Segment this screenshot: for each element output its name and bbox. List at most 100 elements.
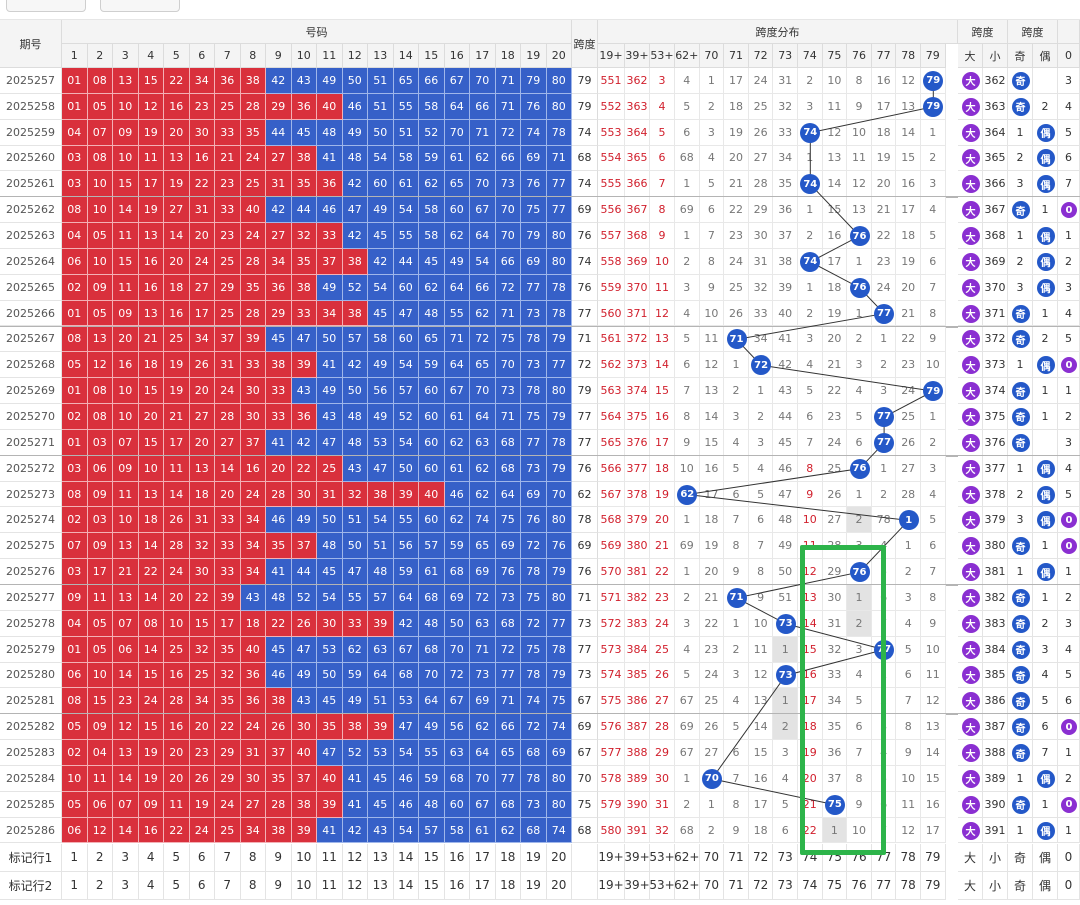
small-cell: 389	[983, 765, 1008, 792]
zero-cell: 2	[1058, 248, 1080, 275]
number-cell: 74	[521, 119, 547, 146]
span-cell: 76	[572, 223, 598, 249]
span-dist-cell: 8	[847, 68, 872, 94]
span-dist-cell: 4	[724, 429, 749, 456]
number-cell: 64	[393, 585, 419, 611]
span-dist-cell: 14	[748, 714, 774, 741]
number-cell: 74	[546, 817, 572, 844]
zero-ball: 0	[1061, 796, 1077, 813]
span-dist-cell: 32	[822, 636, 848, 663]
span-dist-cell: 1	[871, 662, 897, 689]
span-dist-cell: 4	[748, 455, 774, 482]
zero-cell: 4	[1058, 636, 1080, 663]
span-dist-cell: 24	[822, 429, 848, 456]
number-cell: 21	[113, 559, 139, 585]
span-dist-cell: 3	[724, 662, 749, 689]
number-cell: 71	[470, 119, 496, 146]
span-dist-cell: 5	[871, 559, 897, 585]
cumulative-cell: 560	[598, 300, 625, 327]
number-cell: 64	[470, 223, 496, 249]
span-dist-cell: 5	[921, 507, 946, 534]
even-cell: 1	[1033, 791, 1058, 818]
number-cell: 57	[419, 817, 445, 844]
number-cell: 20	[189, 714, 215, 741]
number-cell: 72	[495, 274, 521, 301]
span-dist-cell: 6	[675, 352, 700, 379]
span-dist-cell: 34	[822, 688, 848, 715]
number-cell: 27	[164, 197, 190, 224]
footer-dist: 79	[921, 843, 946, 872]
span-dist-cell: 1	[871, 326, 897, 353]
number-cell: 60	[419, 429, 445, 456]
number-cell: 58	[419, 197, 445, 224]
number-cell: 45	[266, 636, 292, 663]
span-dist-cell: 14	[921, 740, 946, 766]
cumulative-cell: 573	[598, 636, 625, 663]
number-cell: 62	[444, 223, 470, 249]
span-dist-cell: 17	[724, 68, 749, 94]
number-cell: 73	[521, 455, 547, 482]
span-dist-cell: 12	[847, 171, 872, 198]
number-cell: 03	[62, 171, 88, 198]
odd-ball: 奇	[1011, 433, 1030, 452]
number-cell: 15	[189, 610, 215, 637]
span-dist-cell: 16	[798, 662, 823, 689]
number-cell: 11	[113, 274, 139, 301]
span-dist-cell: 6	[699, 197, 725, 224]
zero-cell: 4	[1058, 300, 1080, 327]
span-dist-cell: 14	[699, 404, 725, 430]
number-cell: 62	[444, 429, 470, 456]
big-ball: 大	[961, 795, 980, 814]
number-cell: 54	[470, 248, 496, 275]
number-cell: 02	[62, 404, 88, 430]
number-cell: 09	[113, 300, 139, 327]
span-hit-ball: 79	[923, 96, 944, 117]
even-cell: 2	[1033, 610, 1058, 637]
cumulative-cell: 388	[625, 740, 650, 766]
odd-cell: 1	[1008, 559, 1033, 585]
number-cell: 76	[546, 533, 572, 560]
odd-ball: 奇	[1011, 614, 1030, 633]
number-cell: 43	[291, 378, 317, 405]
number-col-header: 7	[215, 44, 241, 68]
span-dist-cell: 1	[847, 248, 872, 275]
number-cell: 80	[546, 791, 572, 818]
toolbar-button-2[interactable]	[100, 0, 180, 12]
span-dist-cell: 10	[847, 817, 872, 844]
cumulative-cell: 368	[625, 223, 650, 249]
number-cell: 62	[444, 507, 470, 534]
span-dist-cell: 37	[773, 223, 798, 249]
span-dist-cell: 3	[675, 274, 700, 301]
number-cell: 42	[266, 68, 292, 94]
number-cell: 13	[113, 585, 139, 611]
number-cell: 79	[546, 404, 572, 430]
span-dist-cell: 3	[798, 93, 823, 120]
number-cell: 20	[164, 765, 190, 792]
number-cell: 42	[342, 223, 368, 249]
cumulative-cell: 571	[598, 585, 625, 611]
number-cell: 78	[521, 662, 547, 689]
number-cell: 42	[342, 817, 368, 844]
number-cell: 13	[189, 455, 215, 482]
cumulative-cell: 24	[650, 610, 675, 637]
number-cell: 21	[215, 145, 241, 172]
number-cell: 35	[215, 636, 241, 663]
number-cell: 08	[87, 404, 113, 430]
number-cell: 59	[444, 533, 470, 560]
span-dist-cell: 2	[847, 507, 872, 534]
big-ball: 大	[961, 537, 980, 556]
cumulative-cell: 374	[625, 378, 650, 405]
number-cell: 16	[164, 714, 190, 741]
span-dist-cell: 13	[748, 688, 774, 715]
number-cell: 45	[266, 326, 292, 353]
number-cell: 25	[240, 171, 266, 198]
span-cell: 76	[572, 274, 598, 301]
number-cell: 33	[215, 533, 241, 560]
number-cell: 72	[444, 662, 470, 689]
zero-cell: 5	[1058, 662, 1080, 689]
span-dist-cell: 4	[724, 688, 749, 715]
zero-cell: 2	[1058, 404, 1080, 430]
span-dist-cell: 28	[896, 481, 921, 508]
number-cell: 27	[240, 791, 266, 818]
toolbar-button-1[interactable]	[6, 0, 86, 12]
